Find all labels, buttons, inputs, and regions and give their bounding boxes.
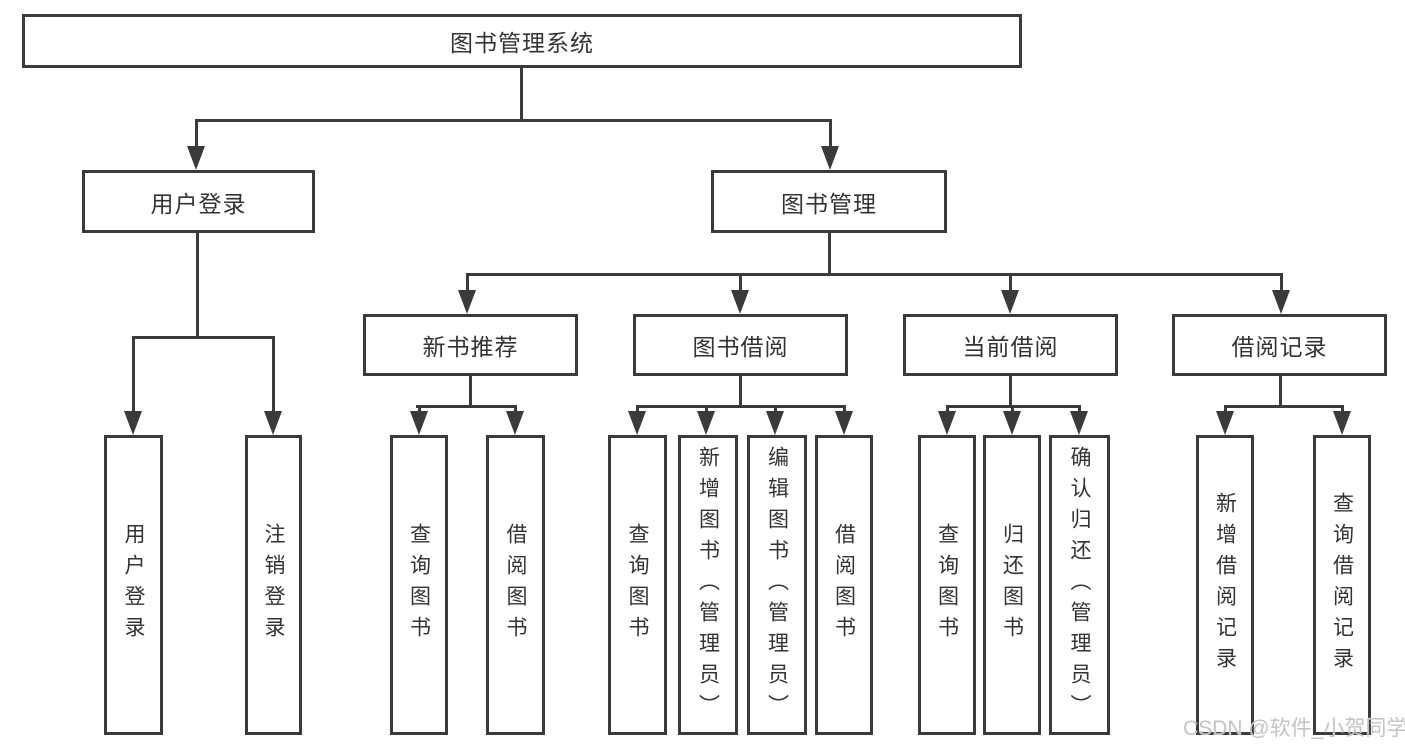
node-book-management-label: 图书管理 <box>781 190 877 217</box>
leaf-return-books: 归还图书 <box>983 435 1041 735</box>
node-borrowing-records: 借阅记录 <box>1172 314 1387 376</box>
leaf-confirm-return-admin-label: 确认归还（管理员） <box>1068 445 1091 725</box>
node-book-borrowing-label: 图书借阅 <box>692 334 789 360</box>
leaf-user-login-label: 用户登录 <box>122 523 145 647</box>
arrow-down-icon <box>187 146 205 170</box>
arrow-down-icon <box>458 290 476 314</box>
arrow-down-icon <box>731 290 749 314</box>
leaf-borrow-books-borrowing-label: 借阅图书 <box>832 523 856 647</box>
arrow-down-icon <box>1001 290 1019 314</box>
connector-arrow-shaft <box>466 273 469 296</box>
watermark-text: CSDN @软件_小贺同学 <box>1183 717 1405 740</box>
arrow-down-icon <box>766 411 784 435</box>
connector-group3-hline <box>1224 405 1343 408</box>
connector-group2-stem <box>1009 376 1012 408</box>
connector-group3-stem <box>1279 376 1282 408</box>
connector-arrow-shaft <box>272 336 275 417</box>
node-root: 图书管理系统 <box>22 14 1022 68</box>
leaf-query-books-recommend-label: 查询图书 <box>407 523 431 647</box>
arrow-down-icon <box>124 411 142 435</box>
leaf-query-books-current: 查询图书 <box>918 435 976 735</box>
leaf-logout: 注销登录 <box>245 435 302 735</box>
connector-arrow-shaft <box>739 273 742 296</box>
node-current-borrowing: 当前借阅 <box>903 314 1118 376</box>
node-user-login-label: 用户登录 <box>150 190 247 217</box>
connector-book-stem <box>828 233 831 276</box>
leaf-query-books-recommend: 查询图书 <box>390 435 448 735</box>
leaf-edit-book-admin-label: 编辑图书（管理员） <box>765 445 789 725</box>
connector-arrow-shaft <box>132 336 135 417</box>
leaf-add-borrow-record-label: 新增借阅记录 <box>1213 492 1237 678</box>
arrow-down-icon <box>410 411 428 435</box>
node-new-book-recommendation: 新书推荐 <box>363 314 578 376</box>
arrow-down-icon <box>1070 411 1088 435</box>
leaf-edit-book-admin: 编辑图书（管理员） <box>747 435 807 735</box>
leaf-borrow-books-borrowing: 借阅图书 <box>815 435 873 735</box>
arrow-down-icon <box>264 411 282 435</box>
connector-group0-hline <box>416 405 517 408</box>
leaf-confirm-return-admin: 确认归还（管理员） <box>1049 435 1110 735</box>
connector-root-hline <box>195 119 832 122</box>
leaf-query-books-current-label: 查询图书 <box>935 523 959 647</box>
connector-arrow-shaft <box>1009 273 1012 296</box>
leaf-query-borrow-record: 查询借阅记录 <box>1313 435 1371 735</box>
node-book-management: 图书管理 <box>711 170 947 233</box>
leaf-add-book-admin: 新增图书（管理员） <box>678 435 738 735</box>
connector-arrow-shaft <box>829 119 832 149</box>
arrow-down-icon <box>628 411 646 435</box>
connector-book-hline <box>466 273 1283 276</box>
arrow-down-icon <box>697 411 715 435</box>
connector-group1-stem <box>739 376 742 408</box>
node-book-borrowing: 图书借阅 <box>633 314 848 376</box>
leaf-logout-label: 注销登录 <box>262 523 285 647</box>
arrow-down-icon <box>821 146 839 170</box>
leaf-query-borrow-record-label: 查询借阅记录 <box>1330 492 1354 678</box>
leaf-borrow-books-recommend: 借阅图书 <box>486 435 545 735</box>
leaf-add-borrow-record: 新增借阅记录 <box>1196 435 1254 735</box>
leaf-user-login: 用户登录 <box>104 435 163 735</box>
arrow-down-icon <box>938 411 956 435</box>
leaf-borrow-books-recommend-label: 借阅图书 <box>504 523 527 647</box>
leaf-query-books-borrowing-label: 查询图书 <box>626 523 649 647</box>
connector-group0-stem <box>469 376 472 408</box>
leaf-query-books-borrowing: 查询图书 <box>608 435 667 735</box>
node-user-login-branch: 用户登录 <box>82 170 315 233</box>
node-current-borrowing-label: 当前借阅 <box>962 334 1059 360</box>
node-new-book-recommendation-label: 新书推荐 <box>422 334 519 360</box>
node-borrowing-records-label: 借阅记录 <box>1231 334 1328 360</box>
arrow-down-icon <box>1216 411 1234 435</box>
connector-user-stem <box>196 233 199 339</box>
arrow-down-icon <box>1333 411 1351 435</box>
leaf-add-book-admin-label: 新增图书（管理员） <box>696 445 720 725</box>
connector-arrow-shaft <box>195 119 198 149</box>
connector-group1-hline <box>636 405 846 408</box>
node-root-label: 图书管理系统 <box>450 30 594 56</box>
arrow-down-icon <box>1003 411 1021 435</box>
connector-arrow-shaft <box>1280 273 1283 296</box>
arrow-down-icon <box>1272 290 1290 314</box>
arrow-down-icon <box>835 411 853 435</box>
connector-root-stem <box>520 68 523 122</box>
arrow-down-icon <box>506 411 524 435</box>
leaf-return-books-label: 归还图书 <box>1000 523 1024 647</box>
connector-user-hline <box>132 336 274 339</box>
